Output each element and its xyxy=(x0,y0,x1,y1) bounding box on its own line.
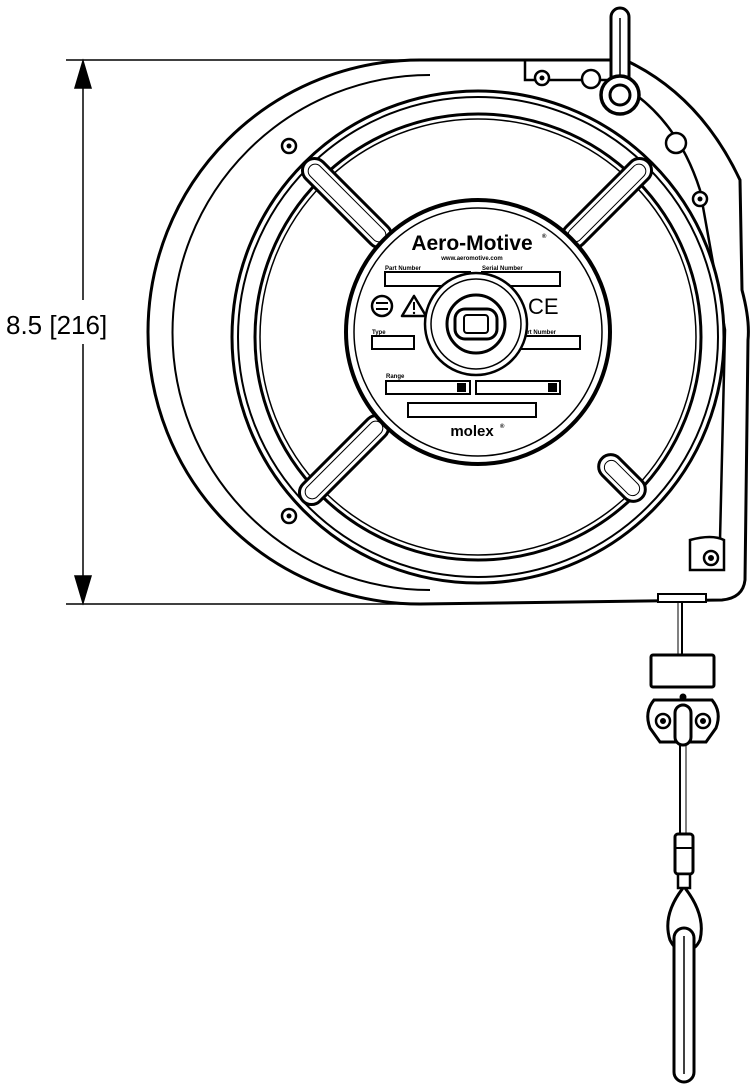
brand-registered-mark: ® xyxy=(542,233,547,240)
field-box-mid-left xyxy=(371,335,415,350)
field-box-bottom xyxy=(407,402,537,418)
field-box-lower-right xyxy=(475,380,561,395)
maker-text: molex xyxy=(450,423,494,440)
field-box-mid-right xyxy=(519,335,581,350)
brand-text: Aero-Motive xyxy=(411,232,532,255)
ground-symbol-icon xyxy=(370,294,394,318)
cable-assembly xyxy=(646,602,720,1084)
ce-mark: CE xyxy=(528,294,559,319)
field-label-mid-right: Part Number xyxy=(520,330,557,336)
bottom-bracket-bolt xyxy=(702,549,720,567)
drum-slots xyxy=(297,156,654,507)
bracket-hole-right xyxy=(664,131,688,155)
field-box-lower-left xyxy=(385,380,471,395)
shell-inner-line xyxy=(171,74,431,591)
slot-bottom-right xyxy=(597,453,647,503)
drum-face-ring-inner xyxy=(259,118,697,556)
field-label-mid-left: Type xyxy=(372,330,386,336)
dimension-label: 8.5 [216] xyxy=(6,310,107,340)
field-label-top-right: Serial Number xyxy=(482,266,523,272)
field-label-top-left: Part Number xyxy=(385,266,422,272)
lock-lever xyxy=(599,6,641,116)
cable-ferrule xyxy=(673,832,695,876)
maker-registered-mark: ® xyxy=(500,423,505,430)
label-plate: Aero-Motive ® www.aeromotive.com Part Nu… xyxy=(344,198,612,466)
clamp-slot xyxy=(673,703,693,747)
cable-stop xyxy=(649,653,716,689)
website-text: www.aeromotive.com xyxy=(440,256,502,262)
arrowhead-top xyxy=(73,58,93,89)
field-label-lower: Range xyxy=(386,374,405,380)
bracket-hole-top xyxy=(580,68,602,90)
arrowhead-bottom xyxy=(73,575,93,606)
drum-face-ring xyxy=(253,112,703,562)
cable-guide xyxy=(657,593,707,603)
drum-outer-ring-inner xyxy=(237,96,719,578)
